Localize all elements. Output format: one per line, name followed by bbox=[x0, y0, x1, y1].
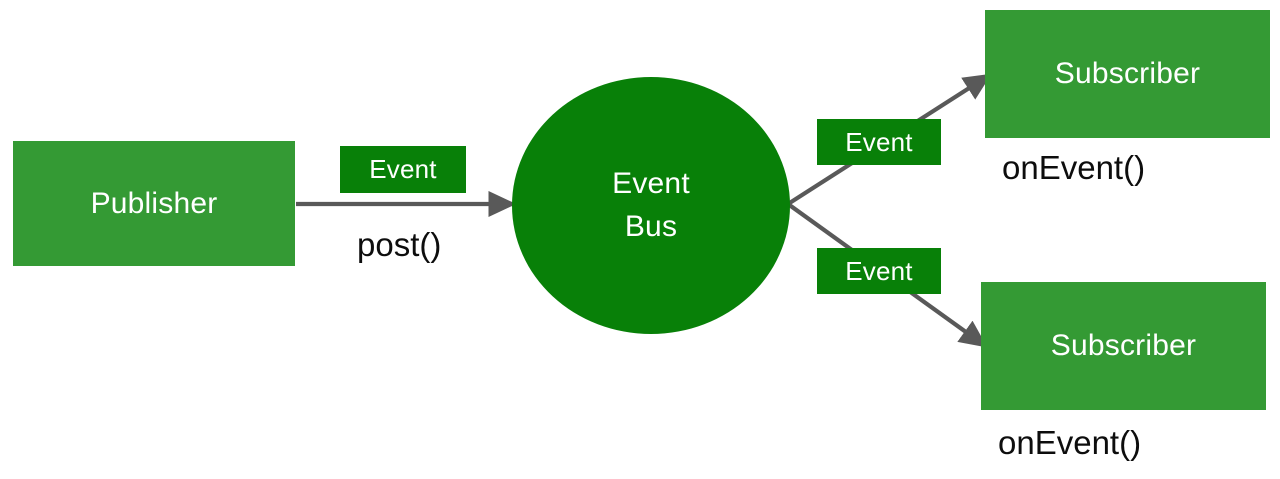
chip-event-top-label: Event bbox=[845, 126, 913, 157]
node-subscriber-bottom-label: Subscriber bbox=[1050, 329, 1197, 362]
chip-event-bottom[interactable]: Event bbox=[817, 248, 941, 294]
chip-event-post-label: Event bbox=[369, 154, 437, 184]
node-publisher[interactable]: Publisher bbox=[13, 141, 295, 266]
node-event-bus[interactable]: Event Bus bbox=[512, 77, 790, 334]
chip-event-bottom-label: Event bbox=[845, 255, 913, 286]
node-event-bus-label-line1: Event bbox=[612, 166, 690, 200]
node-subscriber-top[interactable]: Subscriber bbox=[985, 10, 1270, 138]
chip-event-post[interactable]: Event bbox=[340, 146, 466, 193]
caption-on-event-top: onEvent() bbox=[1002, 149, 1146, 186]
chip-event-top[interactable]: Event bbox=[817, 119, 941, 165]
node-subscriber-top-label: Subscriber bbox=[1054, 57, 1201, 90]
node-event-bus-label-line2: Bus bbox=[624, 209, 678, 243]
node-publisher-label: Publisher bbox=[90, 186, 218, 220]
node-subscriber-bottom[interactable]: Subscriber bbox=[981, 282, 1266, 410]
caption-on-event-bottom: onEvent() bbox=[998, 424, 1142, 461]
caption-post: post() bbox=[357, 226, 442, 263]
